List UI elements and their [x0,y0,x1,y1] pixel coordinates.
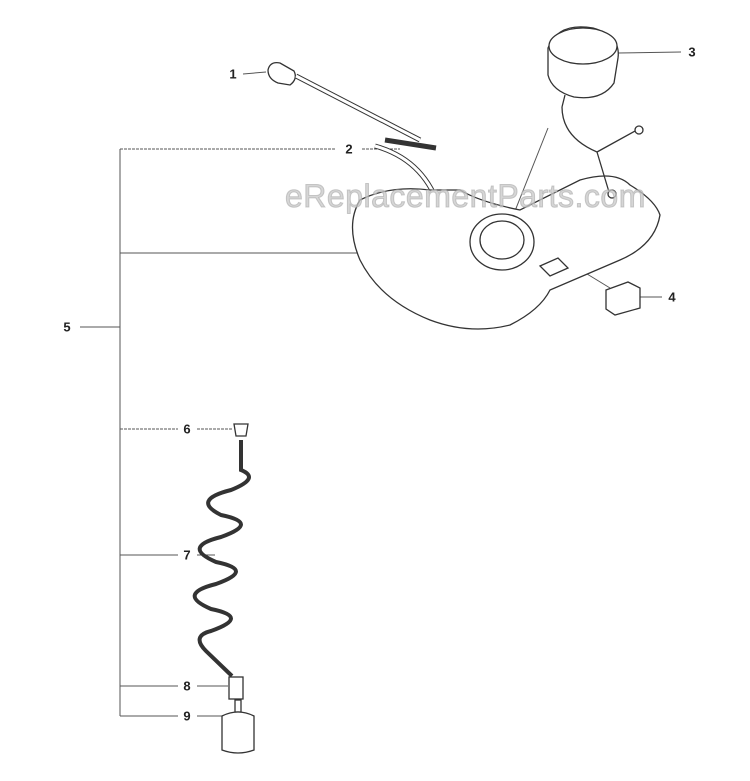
callout-2: 2 [345,141,353,157]
part-8-weight [228,676,244,700]
part-6-fitting [233,423,249,437]
part-7-fuel-line-coil [192,440,251,678]
part-5-fuel-tank [351,175,661,330]
part-3-cap [547,26,644,199]
part-9-filter [221,699,255,754]
part-4-grommet [605,281,641,316]
leader-3 [617,51,682,54]
callout-5: 5 [63,319,71,335]
callout-9: 9 [183,708,191,724]
watermark: eReplacementParts.com [285,178,646,215]
part-1-vent [267,62,422,143]
callout-4: 4 [668,289,676,305]
callout-6: 6 [183,421,191,437]
callout-8: 8 [183,678,191,694]
leader-1 [242,71,267,75]
callout-1: 1 [229,66,237,82]
callout-3: 3 [688,44,696,60]
callout-7: 7 [183,547,191,563]
